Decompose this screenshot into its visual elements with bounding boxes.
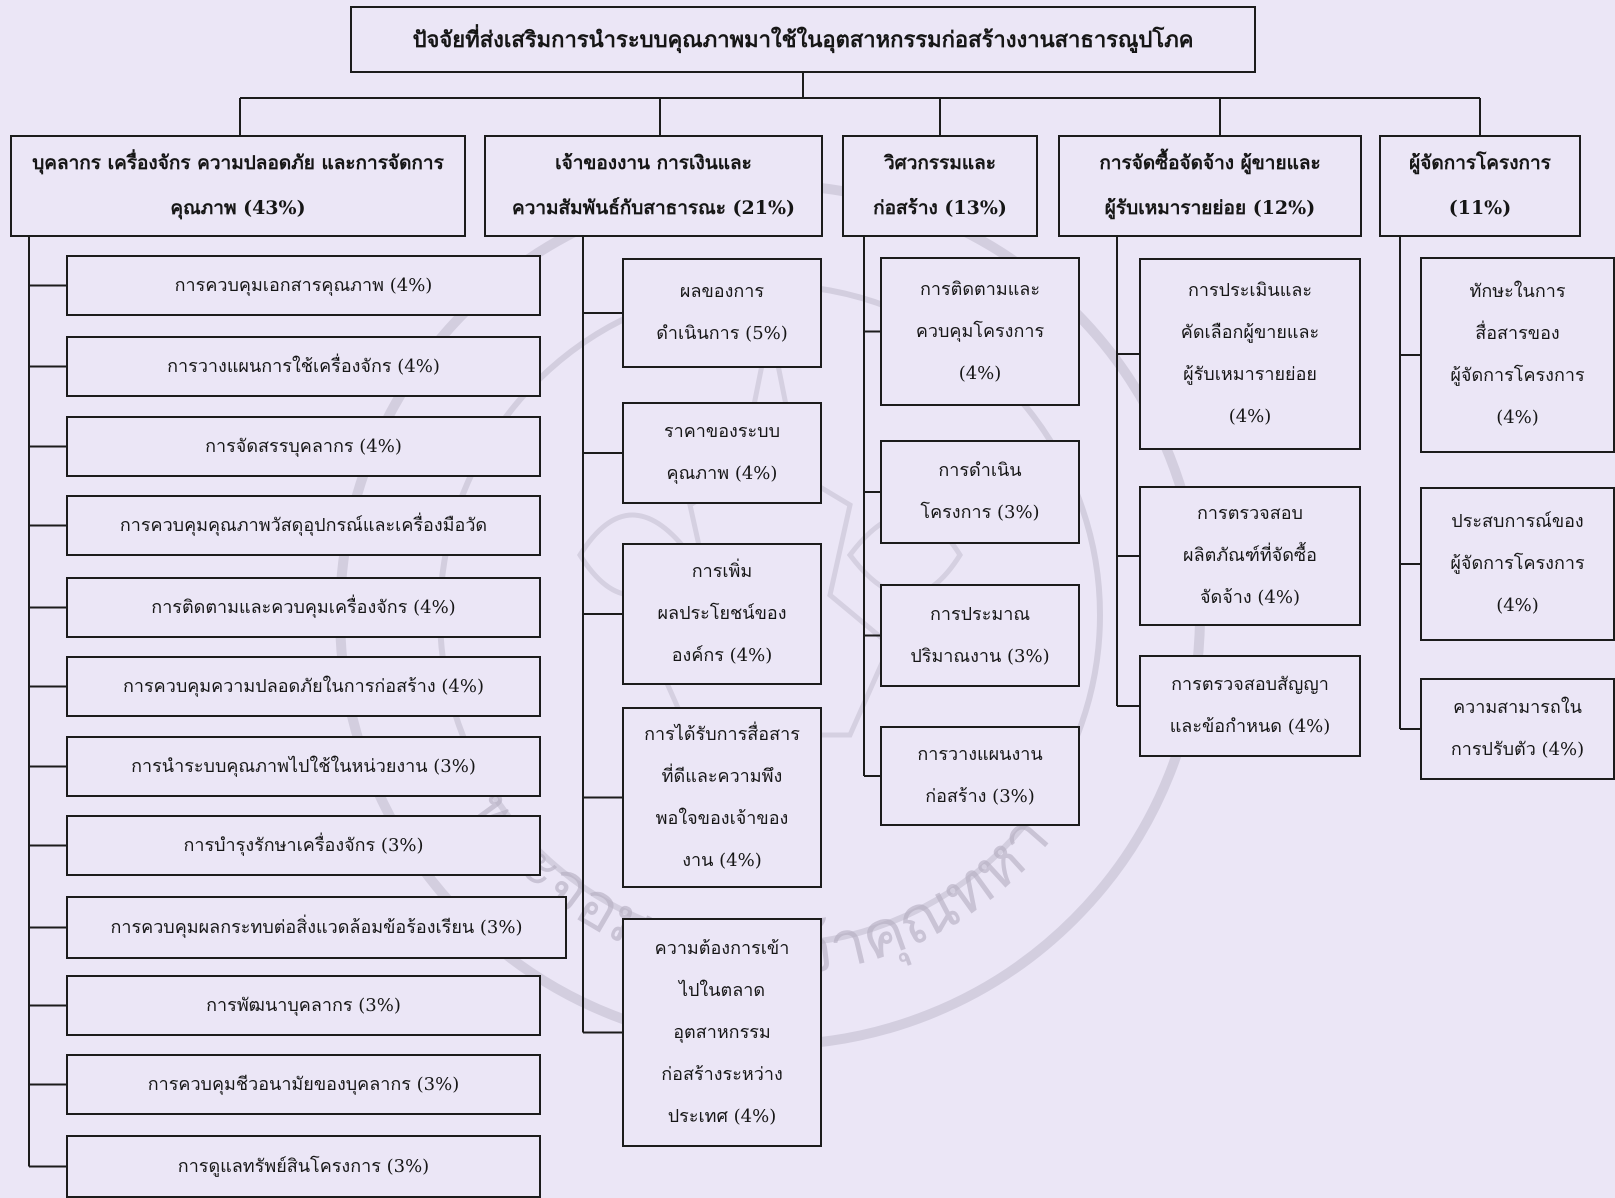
factor-item: การดำเนิน โครงการ (3%) <box>880 440 1080 544</box>
factor-item: การจัดสรรบุคลากร (4%) <box>66 416 541 477</box>
factor-item: การบำรุงรักษาเครื่องจักร (3%) <box>66 815 541 876</box>
factor-item: การวางแผนการใช้เครื่องจักร (4%) <box>66 336 541 397</box>
factor-item: การนำระบบคุณภาพไปใช้ในหน่วยงาน (3%) <box>66 736 541 797</box>
factor-item: การประมาณ ปริมาณงาน (3%) <box>880 584 1080 687</box>
factor-item: การพัฒนาบุคลากร (3%) <box>66 975 541 1036</box>
factor-item: การควบคุมเอกสารคุณภาพ (4%) <box>66 255 541 316</box>
factor-item: การติดตามและ ควบคุมโครงการ (4%) <box>880 257 1080 406</box>
factor-item: ประสบการณ์ของ ผู้จัดการโครงการ (4%) <box>1420 487 1615 641</box>
factor-item: การประเมินและ คัดเลือกผู้ขายและ ผู้รับเห… <box>1139 258 1361 450</box>
factor-item: การวางแผนงาน ก่อสร้าง (3%) <box>880 726 1080 826</box>
factor-item: การควบคุมผลกระทบต่อสิ่งแวดล้อมข้อร้องเรี… <box>66 896 567 959</box>
factor-item: ราคาของระบบ คุณภาพ (4%) <box>622 402 822 504</box>
factor-item: การเพิ่ม ผลประโยชน์ของ องค์กร (4%) <box>622 543 822 685</box>
factor-item: การติดตามและควบคุมเครื่องจักร (4%) <box>66 577 541 638</box>
factor-item: การตรวจสอบ ผลิตภัณฑ์ที่จัดซื้อ จัดจ้าง (… <box>1139 486 1361 626</box>
factor-item: การควบคุมความปลอดภัยในการก่อสร้าง (4%) <box>66 656 541 717</box>
factor-item: ความต้องการเข้า ไปในตลาด อุตสาหกรรม ก่อส… <box>622 918 822 1147</box>
factor-item: การตรวจสอบสัญญา และข้อกำหนด (4%) <box>1139 655 1361 757</box>
factor-item: การควบคุมชีวอนามัยของบุคลากร (3%) <box>66 1054 541 1115</box>
factor-item: ทักษะในการ สื่อสารของ ผู้จัดการโครงการ (… <box>1420 257 1615 453</box>
factor-item: การดูแลทรัพย์สินโครงการ (3%) <box>66 1135 541 1198</box>
category-personnel-machinery-safety-quality: บุคลากร เครื่องจักร ความปลอดภัย และการจั… <box>10 135 466 237</box>
factor-item: ผลของการ ดำเนินการ (5%) <box>622 258 822 368</box>
factor-item: การควบคุมคุณภาพวัสดุอุปกรณ์และเครื่องมือ… <box>66 495 541 556</box>
category-procurement-vendors: การจัดซื้อจัดจ้าง ผู้ขายและ ผู้รับเหมารา… <box>1058 135 1362 237</box>
factor-item: การได้รับการสื่อสาร ที่ดีและความพึง พอใจ… <box>622 707 822 888</box>
category-owner-finance-public: เจ้าของงาน การเงินและ ความสัมพันธ์กับสาธ… <box>484 135 823 237</box>
category-engineering-construction: วิศวกรรมและ ก่อสร้าง (13%) <box>842 135 1038 237</box>
factor-item: ความสามารถใน การปรับตัว (4%) <box>1420 678 1615 780</box>
category-project-manager: ผู้จัดการโครงการ (11%) <box>1379 135 1581 237</box>
diagram-title: ปัจจัยที่ส่งเสริมการนำระบบคุณภาพมาใช้ในอ… <box>350 6 1256 73</box>
